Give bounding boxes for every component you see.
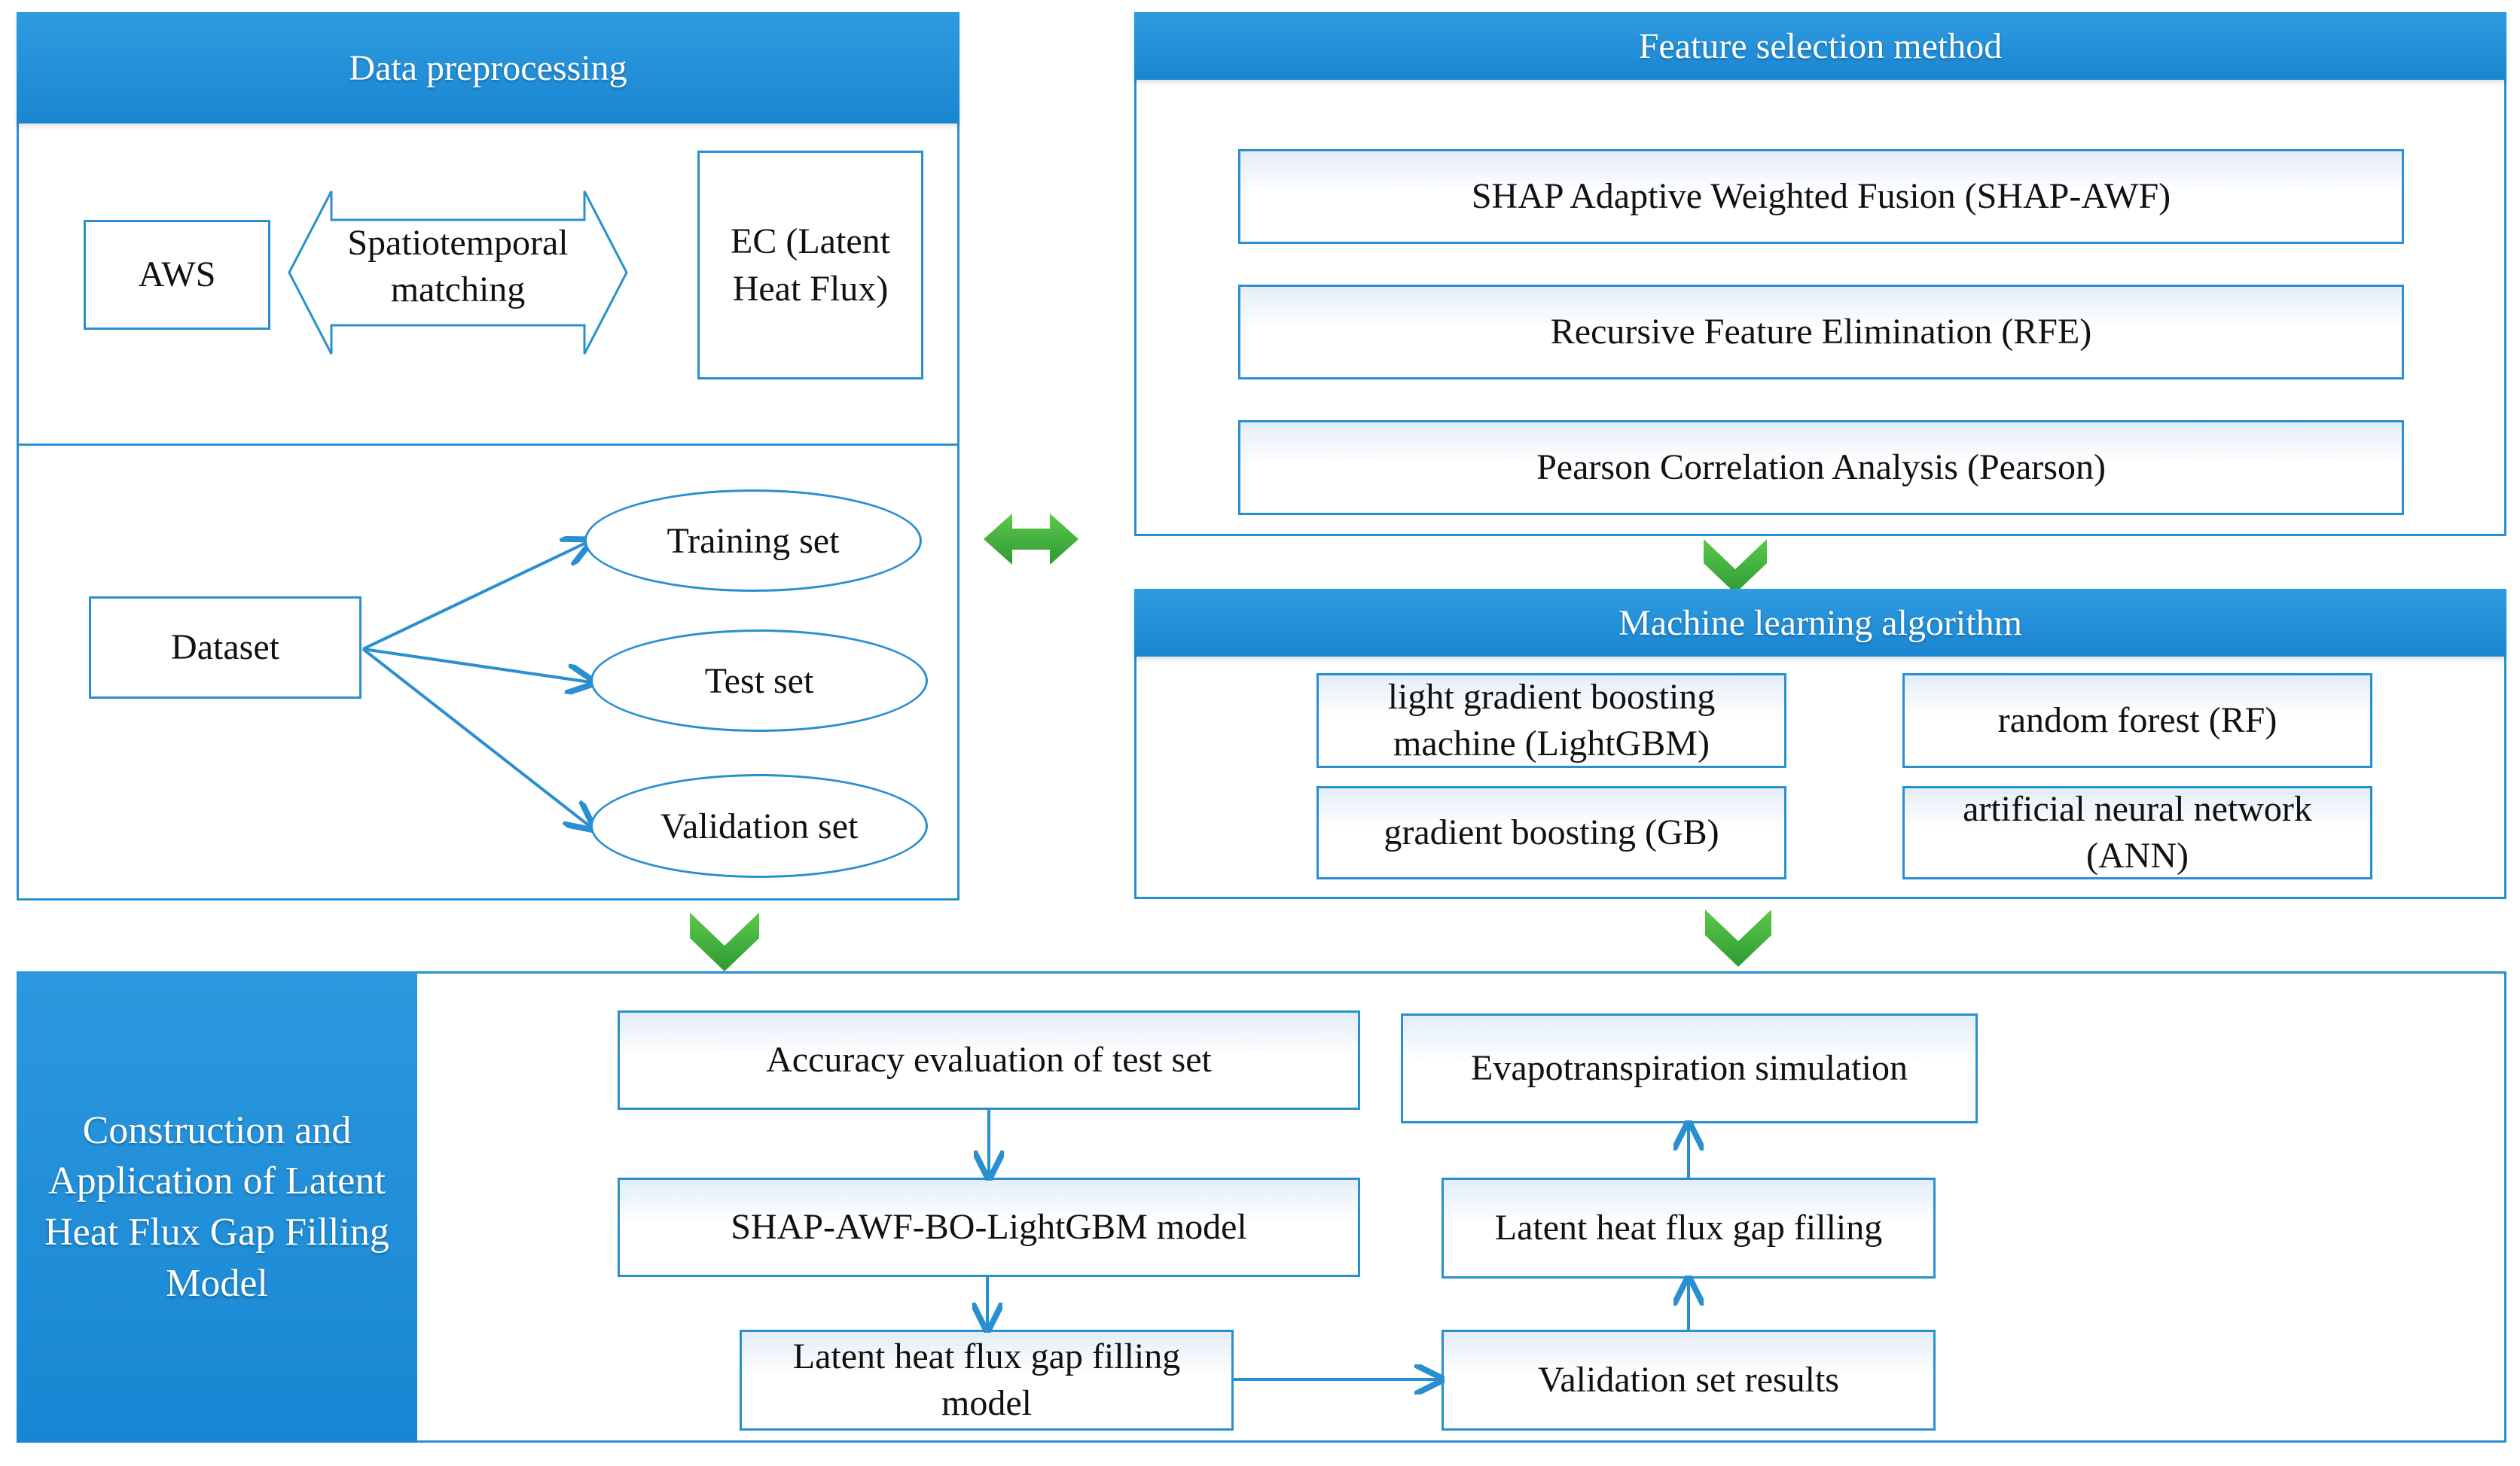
method-pearson: Pearson Correlation Analysis (Pearson) (1238, 420, 2404, 515)
lightgbm-model-box: SHAP-AWF-BO-LightGBM model (618, 1178, 1360, 1277)
accuracy-evaluation-box: Accuracy evaluation of test set (618, 1010, 1360, 1110)
aws-box: AWS (84, 220, 270, 330)
construction-title: Construction and Application of Latent H… (44, 1108, 389, 1305)
feature-selection-header: Feature selection method (1134, 12, 2506, 80)
ec-box: EC (Latent Heat Flux) (697, 151, 923, 379)
gap-filling-model-box: Latent heat flux gap filling model (740, 1330, 1234, 1431)
data-preprocessing-header: Data preprocessing (17, 12, 959, 123)
method-rfe: Recursive Feature Elimination (RFE) (1238, 285, 2404, 379)
algo-ann: artificial neural network (ANN) (1902, 786, 2372, 879)
training-set-ellipse: Training set (584, 489, 922, 592)
preprocessing-divider (17, 443, 959, 446)
construction-sidebar: Construction and Application of Latent H… (17, 971, 417, 1443)
validation-set-ellipse: Validation set (590, 774, 928, 878)
data-preprocessing-title: Data preprocessing (349, 47, 627, 88)
matching-label: Spatiotemporal matching (347, 223, 569, 310)
algo-rf: random forest (RF) (1902, 673, 2372, 768)
dataset-box: Dataset (89, 596, 362, 699)
ml-algorithm-title: Machine learning algorithm (1618, 602, 2022, 643)
ml-algorithm-header: Machine learning algorithm (1134, 589, 2506, 657)
algo-gb: gradient boosting (GB) (1316, 786, 1786, 879)
gap-filling-box: Latent heat flux gap filling (1442, 1178, 1936, 1279)
validation-results-box: Validation set results (1442, 1330, 1936, 1431)
algo-lightgbm: light gradient boosting machine (LightGB… (1316, 673, 1786, 768)
test-set-ellipse: Test set (590, 629, 928, 732)
method-shap-awf: SHAP Adaptive Weighted Fusion (SHAP-AWF) (1238, 149, 2404, 244)
feature-selection-title: Feature selection method (1638, 26, 2003, 66)
